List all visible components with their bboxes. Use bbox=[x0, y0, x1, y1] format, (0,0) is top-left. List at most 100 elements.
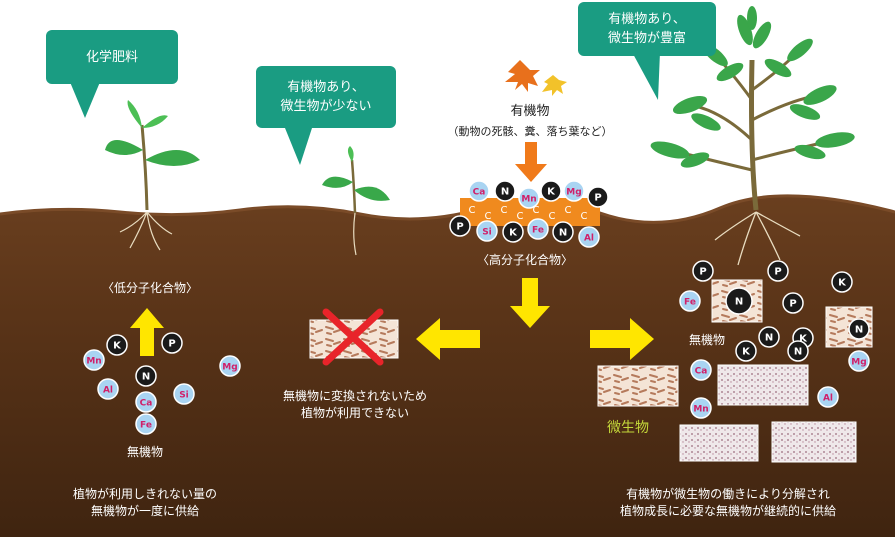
atom-left: Mn bbox=[83, 349, 105, 371]
svg-text:Al: Al bbox=[823, 394, 833, 404]
svg-text:N: N bbox=[765, 333, 773, 344]
carbon-atom: C bbox=[501, 205, 508, 216]
atom-organic-bottom: Al bbox=[578, 226, 600, 248]
microbe-photo-6 bbox=[771, 421, 857, 463]
carbon-atom: C bbox=[517, 211, 524, 222]
atom-organic-bottom: N bbox=[552, 221, 574, 243]
svg-text:Al: Al bbox=[103, 386, 113, 396]
leaf-icon-yellow bbox=[542, 75, 567, 96]
atom-organic-top: N bbox=[494, 180, 516, 202]
atom-right: N bbox=[848, 318, 870, 340]
seedling-icon-middle bbox=[322, 146, 390, 256]
seedling-icon-left bbox=[105, 100, 200, 251]
atom-right: N bbox=[758, 326, 780, 348]
carbon-atom: C bbox=[581, 211, 588, 222]
svg-text:Mg: Mg bbox=[566, 188, 581, 198]
microbe-photo-3 bbox=[597, 365, 679, 407]
svg-text:N: N bbox=[735, 297, 743, 308]
bubble-tail-rich bbox=[632, 52, 660, 100]
atom-left: P bbox=[161, 332, 183, 354]
svg-text:N: N bbox=[142, 372, 150, 383]
svg-text:Mn: Mn bbox=[521, 195, 536, 205]
atom-left: Si bbox=[173, 383, 195, 405]
arrow-icon-left bbox=[416, 318, 480, 360]
svg-text:K: K bbox=[799, 334, 808, 345]
arrow-icon-right bbox=[590, 318, 654, 360]
svg-text:Al: Al bbox=[584, 234, 594, 244]
svg-text:Mn: Mn bbox=[693, 405, 708, 415]
svg-text:N: N bbox=[855, 325, 863, 336]
carbon-atom: C bbox=[565, 205, 572, 216]
atom-organic-top: K bbox=[540, 180, 562, 202]
carbon-atom: C bbox=[469, 205, 476, 216]
svg-text:P: P bbox=[699, 267, 706, 278]
svg-text:Fe: Fe bbox=[532, 226, 544, 236]
svg-text:K: K bbox=[742, 347, 751, 358]
organic-title: 有機物 bbox=[510, 104, 550, 119]
svg-text:P: P bbox=[789, 299, 796, 310]
svg-text:P: P bbox=[594, 193, 601, 204]
arrow-icon-up bbox=[130, 308, 164, 356]
svg-text:Fe: Fe bbox=[140, 421, 152, 431]
atom-left: K bbox=[106, 334, 128, 356]
atom-right: N bbox=[787, 340, 809, 362]
atom-left: N bbox=[135, 365, 157, 387]
atom-organic-top: P bbox=[587, 186, 609, 208]
cross-icon bbox=[322, 308, 384, 366]
bubble-chemical-fertilizer: 化学肥料 bbox=[46, 30, 178, 84]
svg-text:N: N bbox=[501, 187, 509, 198]
svg-text:Mn: Mn bbox=[86, 357, 101, 367]
carbon-atom: C bbox=[549, 211, 556, 222]
middle-caption: 無機物に変換されないため 植物が利用できない bbox=[282, 389, 427, 420]
atom-right: Mg bbox=[848, 350, 870, 372]
bubble-few-microbes: 有機物あり、 微生物が少ない bbox=[256, 66, 396, 128]
atom-left: Fe bbox=[135, 413, 157, 435]
atom-right: P bbox=[767, 260, 789, 282]
svg-text:K: K bbox=[547, 187, 556, 198]
microbe-photo-5 bbox=[679, 424, 759, 462]
left-inorganic-label: 無機物 bbox=[126, 445, 163, 459]
svg-text:Si: Si bbox=[482, 228, 492, 238]
atom-organic-top: Ca bbox=[468, 180, 490, 202]
atom-right: Al bbox=[817, 386, 839, 408]
atom-organic-bottom: Si bbox=[476, 220, 498, 242]
atom-organic-bottom: Fe bbox=[527, 218, 549, 240]
left-caption: 植物が利用しきれない量の 無機物が一度に供給 bbox=[72, 487, 217, 518]
arrow-icon-organic-down bbox=[515, 142, 547, 182]
organic-subtitle: （動物の死骸、糞、落ち葉など） bbox=[447, 125, 613, 138]
svg-text:Fe: Fe bbox=[684, 298, 696, 308]
atom-right: K bbox=[735, 340, 757, 362]
high-molecular-label: 〈高分子化合物〉 bbox=[476, 253, 573, 267]
svg-text:P: P bbox=[168, 339, 175, 350]
svg-text:Ca: Ca bbox=[473, 188, 486, 198]
atom-left: Mg bbox=[219, 355, 241, 377]
microbe-photo-4 bbox=[717, 364, 809, 406]
atom-right: Mn bbox=[690, 397, 712, 419]
svg-text:K: K bbox=[509, 228, 518, 239]
bubble-tail-few bbox=[285, 128, 312, 165]
carbon-atom: C bbox=[485, 211, 492, 222]
atom-right: N bbox=[725, 287, 753, 315]
atom-left: Ca bbox=[135, 391, 157, 413]
right-caption: 有機物が微生物の働きにより分解され 植物成長に必要な無機物が継続的に供給 bbox=[619, 487, 836, 518]
tree-icon-right bbox=[650, 6, 855, 266]
low-molecular-label: 〈低分子化合物〉 bbox=[101, 281, 198, 295]
bubble-tail-fertilizer bbox=[70, 82, 100, 118]
atom-left: Al bbox=[97, 378, 119, 400]
svg-text:N: N bbox=[559, 228, 567, 239]
carbon-atom: C bbox=[533, 205, 540, 216]
svg-text:N: N bbox=[794, 347, 802, 358]
svg-text:Si: Si bbox=[179, 391, 189, 401]
svg-text:K: K bbox=[113, 341, 122, 352]
svg-text:K: K bbox=[838, 278, 847, 289]
microbe-label: 微生物 bbox=[607, 420, 649, 436]
svg-text:Ca: Ca bbox=[695, 367, 708, 377]
atom-right: K bbox=[831, 271, 853, 293]
atom-right: Ca bbox=[690, 359, 712, 381]
atom-organic-bottom: P bbox=[449, 215, 471, 237]
atom-right: P bbox=[782, 292, 804, 314]
atom-organic-top: Mn bbox=[518, 187, 540, 209]
leaf-icon-orange bbox=[505, 60, 540, 92]
